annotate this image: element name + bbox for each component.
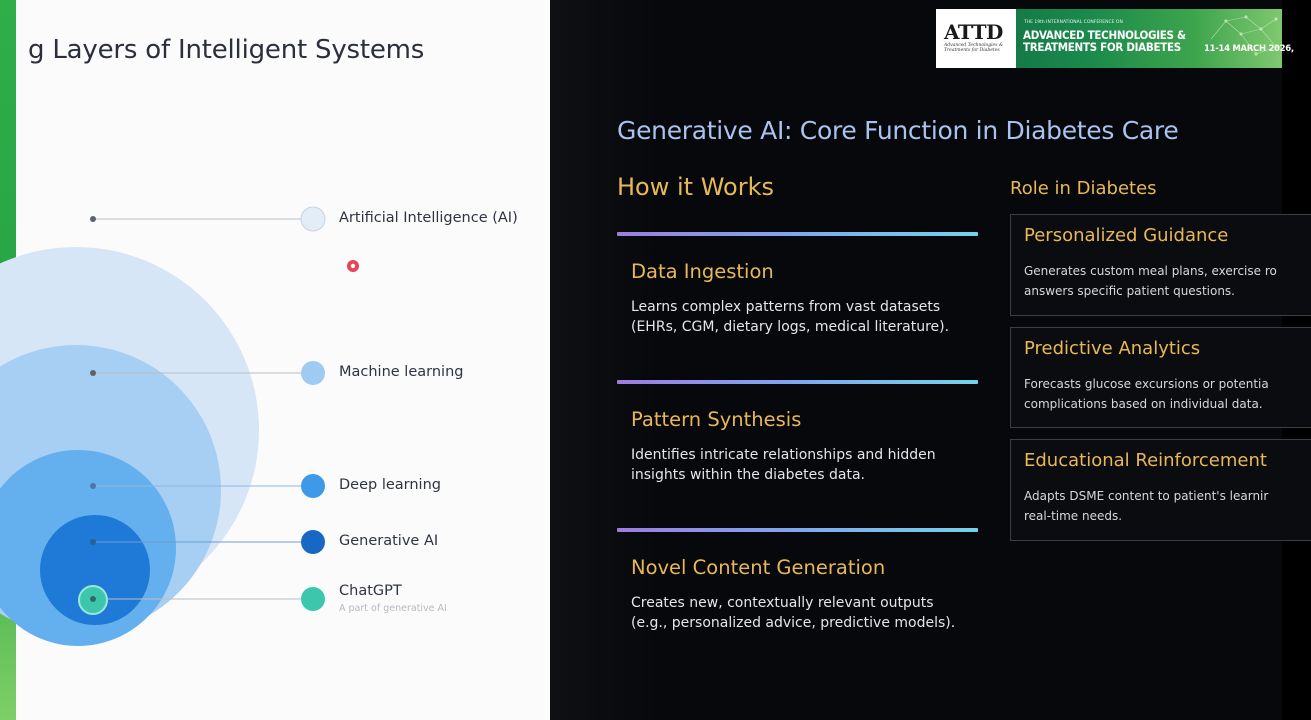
layer-sublabel-chatgpt: A part of generative AI	[339, 603, 447, 614]
left-slide: g Layers of Intelligent Systems Artifici…	[0, 0, 550, 720]
role-title: Educational Reinforcement	[1024, 450, 1267, 471]
left-slide-title: g Layers of Intelligent Systems	[28, 35, 425, 65]
layer-label-chatgpt: ChatGPT	[339, 583, 402, 599]
dot-ai	[90, 216, 96, 222]
layer-label-genai: Generative AI	[339, 533, 439, 549]
legend-marker-genai	[301, 530, 325, 554]
step-title-novel-content: Novel Content Generation	[631, 556, 886, 579]
step-desc-line: insights within the diabetes data.	[631, 467, 865, 483]
banner-title-line1: ADVANCED TECHNOLOGIES &	[1023, 28, 1186, 42]
right-slide-title: Generative AI: Core Function in Diabetes…	[617, 116, 1179, 145]
role-desc-line: Generates custom meal plans, exercise ro	[1024, 264, 1277, 278]
attd-logo-text: ATTD	[944, 20, 1003, 44]
banner-title: ADVANCED TECHNOLOGIES & TREATMENTS FOR D…	[1023, 29, 1186, 53]
step-desc-line: Identifies intricate relationships and h…	[631, 447, 936, 463]
role-title: Predictive Analytics	[1024, 338, 1201, 359]
layer-label-ml: Machine learning	[339, 364, 464, 380]
dot-genai	[90, 539, 96, 545]
right-slide: ATTD Advanced Technologies & Treatments …	[550, 0, 1311, 720]
step-divider-3	[617, 528, 978, 532]
step-title-data-ingestion: Data Ingestion	[631, 260, 774, 283]
role-desc: Adapts DSME content to patient's learnir…	[1024, 486, 1268, 526]
role-title: Personalized Guidance	[1024, 225, 1229, 246]
attd-logo-subtext: Advanced Technologies & Treatments for D…	[944, 43, 1003, 53]
role-desc: Generates custom meal plans, exercise ro…	[1024, 261, 1277, 301]
step-divider-1	[617, 232, 978, 236]
role-in-diabetes-heading: Role in Diabetes	[1010, 178, 1157, 199]
role-desc-line: answers specific patient questions.	[1024, 284, 1235, 298]
step-divider-2	[617, 380, 978, 384]
banner-network-graphic	[1210, 15, 1278, 56]
role-desc-line: Adapts DSME content to patient's learnir	[1024, 489, 1269, 503]
dot-dl	[90, 483, 96, 489]
right-slide-shade	[550, 0, 660, 720]
conference-banner: ATTD Advanced Technologies & Treatments …	[936, 9, 1294, 68]
step-desc-data-ingestion: Learns complex patterns from vast datase…	[631, 297, 949, 337]
role-desc: Forecasts glucose excursions or potentia…	[1024, 374, 1269, 414]
role-card-personalized-guidance: Personalized Guidance Generates custom m…	[1010, 214, 1311, 316]
dot-ml	[90, 370, 96, 376]
step-desc-pattern-synthesis: Identifies intricate relationships and h…	[631, 445, 936, 485]
role-desc-line: Forecasts glucose excursions or potentia	[1024, 377, 1269, 391]
layer-label-dl: Deep learning	[339, 477, 441, 493]
legend-marker-ai	[300, 206, 326, 232]
step-desc-line: Creates new, contextually relevant outpu…	[631, 595, 934, 611]
attd-logo: ATTD Advanced Technologies & Treatments …	[936, 9, 1016, 68]
laser-pointer-center	[350, 263, 356, 269]
step-title-pattern-synthesis: Pattern Synthesis	[631, 408, 802, 431]
banner-small-line: THE 19th INTERNATIONAL CONFERENCE ON	[1024, 20, 1123, 25]
legend-marker-chatgpt	[301, 587, 325, 611]
step-desc-novel-content: Creates new, contextually relevant outpu…	[631, 593, 955, 633]
layer-label-ai: Artificial Intelligence (AI)	[339, 210, 518, 226]
role-desc-line: real-time needs.	[1024, 509, 1123, 523]
role-card-educational-reinforcement: Educational Reinforcement Adapts DSME co…	[1010, 439, 1311, 541]
role-desc-line: complications based on individual data.	[1024, 397, 1263, 411]
step-desc-line: (e.g., personalized advice, predictive m…	[631, 615, 956, 631]
legend-marker-ml	[301, 361, 325, 385]
step-desc-line: Learns complex patterns from vast datase…	[631, 299, 941, 315]
legend-marker-dl	[301, 474, 325, 498]
dot-chatgpt	[90, 596, 96, 602]
banner-title-line2: TREATMENTS FOR DIABETES	[1023, 40, 1181, 54]
layers-diagram	[0, 206, 359, 646]
banner-date: 11-14 MARCH 2026,	[1204, 44, 1294, 54]
how-it-works-heading: How it Works	[617, 173, 774, 201]
role-card-predictive-analytics: Predictive Analytics Forecasts glucose e…	[1010, 327, 1311, 428]
step-desc-line: (EHRs, CGM, dietary logs, medical litera…	[631, 319, 950, 335]
